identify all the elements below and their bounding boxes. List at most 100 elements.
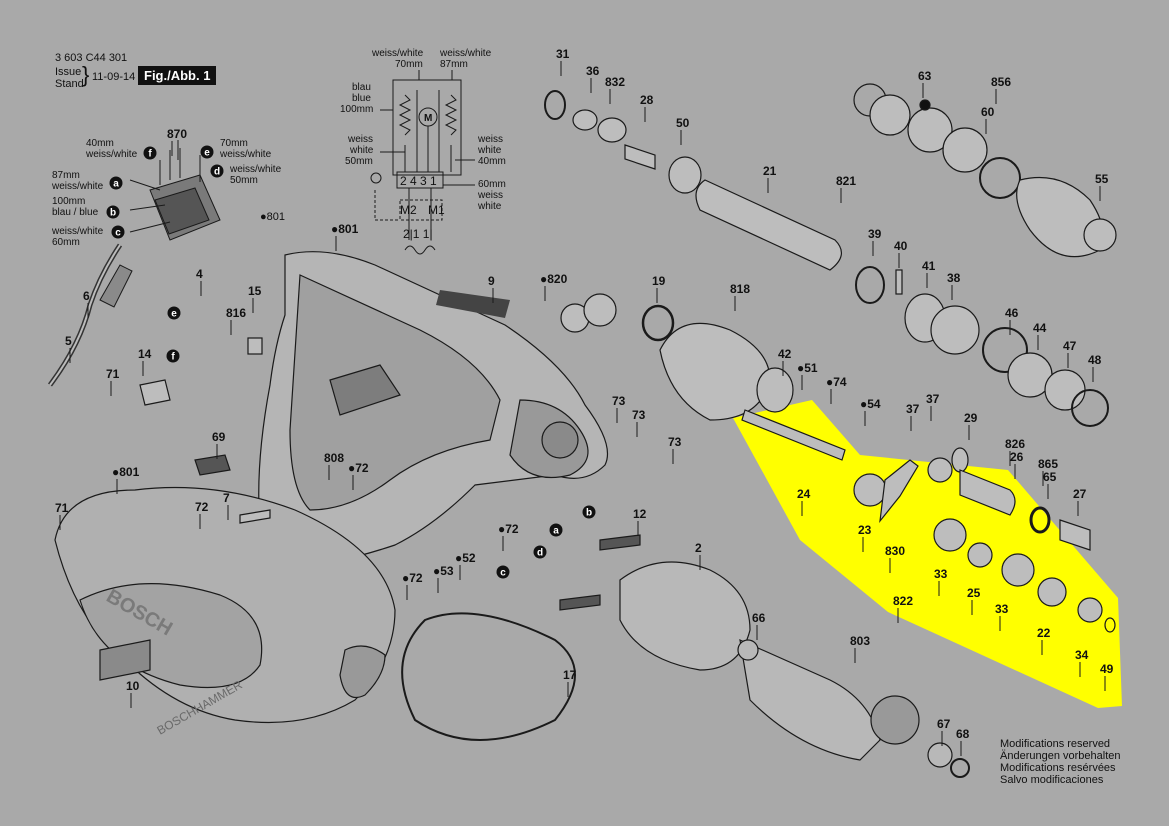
callout-69: 69	[212, 430, 226, 444]
part-24	[741, 409, 846, 461]
callout-9: 9	[488, 274, 495, 288]
callout-822: 822	[893, 594, 913, 608]
wiring-right-low-len: 60mm	[478, 179, 506, 190]
part-60	[942, 127, 988, 173]
callout-832: 832	[605, 75, 625, 89]
callout-41: 41	[922, 259, 936, 273]
field-coil-right	[444, 94, 458, 136]
wiring-left-mid-len: 50mm	[345, 156, 373, 167]
ac-wave	[404, 245, 436, 255]
part-19	[641, 304, 675, 342]
wiring-bottom-terms: 2|1 1|	[403, 227, 433, 241]
part-36	[572, 109, 598, 131]
callout-73b: 73	[632, 408, 646, 422]
callout-50: 50	[676, 116, 690, 130]
callout-42: 42	[778, 347, 792, 361]
callout-37a: 37	[906, 402, 920, 416]
part-33a	[933, 518, 967, 552]
callout-47: 47	[1063, 339, 1077, 353]
switch-w60b: 60mm	[52, 237, 80, 248]
wiring-right-mid: weiss	[477, 134, 503, 145]
callout-65: 65	[1043, 470, 1057, 484]
callout-36: 36	[586, 64, 600, 78]
callout-39: 39	[868, 227, 882, 241]
callout-33a: 33	[934, 567, 948, 581]
issue-date: 11-09-14	[92, 71, 136, 83]
part-34	[1077, 597, 1103, 623]
housing-801	[258, 251, 609, 566]
tag-circle-td2	[533, 545, 547, 559]
modifications-fr: Modifications resérvées	[1000, 762, 1116, 774]
callout-51: ●51	[797, 361, 818, 375]
part-25	[967, 542, 993, 568]
part-37	[927, 457, 953, 483]
callout-63: 63	[918, 69, 932, 83]
callout-44: 44	[1033, 321, 1047, 335]
cover-plate-9	[436, 290, 510, 318]
callout-10: 10	[126, 679, 140, 693]
callout-15: 15	[248, 284, 262, 298]
callout-24: 24	[797, 487, 811, 501]
part-830	[879, 459, 919, 524]
part-31	[544, 90, 566, 120]
part-2-stator	[619, 561, 751, 671]
tag-circle-tc	[111, 225, 125, 239]
tag-circle-te	[200, 145, 214, 159]
callout-49: 49	[1100, 662, 1114, 676]
tag-circle-ta2	[549, 523, 563, 537]
part-28	[624, 144, 656, 170]
callout-73c: 73	[668, 435, 682, 449]
wiring-right-low: weiss	[477, 190, 503, 201]
wiring-blue-len: 100mm	[340, 104, 373, 115]
part-15	[247, 337, 263, 355]
callout-17: 17	[563, 668, 577, 682]
callout-801a: ●801	[331, 222, 359, 236]
callout-808: 808	[324, 451, 344, 465]
callout-67: 67	[937, 717, 951, 731]
wiring-right-mid-len: 40mm	[478, 156, 506, 167]
callout-2: 2	[695, 541, 702, 555]
part-832	[597, 117, 627, 143]
cable-sleeve-6	[99, 264, 133, 308]
wiring-m2: M2	[400, 203, 417, 217]
terminal-block	[396, 171, 444, 189]
callout-71a: 71	[106, 367, 120, 381]
callout-72d: ●72	[498, 522, 519, 536]
part-50	[668, 156, 702, 194]
part-42	[756, 367, 794, 413]
callout-52: ●52	[455, 551, 476, 565]
field-coil-left	[398, 94, 412, 136]
tag-letter-tf2: f	[171, 352, 175, 363]
part-26	[959, 469, 1016, 516]
callout-818: 818	[730, 282, 750, 296]
issue-label: Issue	[55, 66, 82, 78]
part-69	[194, 454, 231, 476]
switch-w70b: weiss/white	[219, 149, 272, 160]
part-12a	[599, 534, 641, 551]
callout-71b: 71	[55, 501, 69, 515]
callout-27: 27	[1073, 487, 1087, 501]
callout-34: 34	[1075, 648, 1089, 662]
tag-letter-tb: b	[110, 208, 116, 219]
wiring-blue-de: blau	[352, 82, 371, 93]
tag-circle-ta	[109, 176, 123, 190]
tag-letter-tc: c	[115, 228, 121, 239]
modifications-es: Salvo modificaciones	[1000, 774, 1104, 786]
tag-letter-te: e	[204, 148, 210, 159]
tag-circle-te2	[167, 306, 181, 320]
wiring-right-low-en: white	[477, 201, 502, 212]
part-29	[951, 447, 969, 473]
part-14	[139, 379, 171, 406]
part-67	[927, 742, 953, 768]
part-818	[659, 322, 771, 421]
tag-circle-tf	[143, 146, 157, 160]
tag-letter-ta2: a	[553, 526, 559, 537]
callout-856: 856	[991, 75, 1011, 89]
earth-symbol	[370, 172, 382, 184]
wiring-motor-box	[392, 79, 462, 176]
doc-number: 3 603 C44 301	[55, 52, 128, 64]
switch-w70: 70mm	[220, 138, 248, 149]
part-803-armature	[739, 638, 881, 761]
highlight-region	[733, 400, 1122, 708]
